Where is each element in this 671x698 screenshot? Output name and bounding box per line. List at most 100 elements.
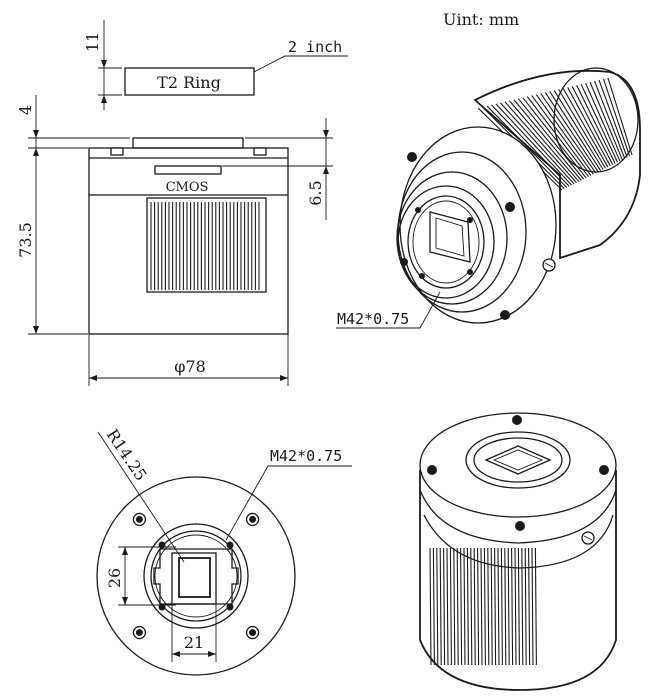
fin-line xyxy=(511,547,514,666)
top-flange xyxy=(132,137,244,149)
iso2-sensor-inner xyxy=(492,449,544,471)
isometric-top-view xyxy=(419,412,617,691)
fin-line xyxy=(453,547,456,666)
fin-line xyxy=(508,100,580,182)
iso-thread-label: M42*0.75 xyxy=(337,310,409,328)
fin-line xyxy=(571,86,614,165)
fin-line xyxy=(517,98,585,180)
dim-6-5-arrow-top xyxy=(323,130,329,138)
fin-line xyxy=(589,81,623,161)
fin-line xyxy=(439,547,442,666)
dim-4-label: 4 xyxy=(16,105,35,115)
t2-ring xyxy=(124,67,255,96)
fin-line xyxy=(553,90,604,170)
fin-line xyxy=(585,82,621,162)
dim-6-5-arrow-bottom xyxy=(323,166,329,174)
dim-78-arrow-left xyxy=(89,375,97,381)
iso-lens-mount-inner xyxy=(407,195,485,289)
fin-line xyxy=(504,101,577,184)
fin-line xyxy=(490,547,493,666)
fin-line xyxy=(446,547,449,666)
iso-screw-4 xyxy=(400,258,408,266)
fin-line xyxy=(549,91,602,171)
fin-line xyxy=(497,547,500,666)
iso-lens-mount-outer xyxy=(397,185,495,299)
dim-21-label: 21 xyxy=(184,633,204,652)
fin-line xyxy=(449,547,452,666)
iso-front-ring-outer xyxy=(399,126,557,324)
iso-front-ring-mid xyxy=(397,151,527,313)
fin-line xyxy=(477,547,480,666)
dim-21-arrow-left xyxy=(172,651,180,657)
dim-11-arrow-bottom xyxy=(101,95,107,103)
fin-line xyxy=(531,95,592,176)
iso2-fins xyxy=(429,547,537,666)
fin-line xyxy=(487,547,490,666)
iso2-shoulder xyxy=(419,489,617,544)
fin-line xyxy=(491,104,570,187)
isometric-front-view: M42*0.75 xyxy=(336,67,641,329)
heat-sink-fins xyxy=(150,202,260,290)
front-face-view: R14.25 M42*0.75 26 21 xyxy=(96,426,352,676)
iso-side-port-slot xyxy=(544,262,554,268)
fin-line xyxy=(607,77,633,156)
fin-line xyxy=(567,87,611,167)
fin-line xyxy=(594,80,626,159)
fin-line xyxy=(535,94,594,175)
iso2-mount-inner xyxy=(473,437,563,483)
iso2-side-port-slot xyxy=(583,535,593,541)
iso2-screw-4 xyxy=(515,521,525,531)
dim-11-label: 11 xyxy=(83,32,102,52)
fin-line xyxy=(531,547,534,666)
iso-screw-3 xyxy=(500,310,510,320)
fin-line xyxy=(473,547,476,666)
iso-mount-screw-4 xyxy=(419,273,425,279)
fin-line xyxy=(443,547,446,666)
dim-6-5-label: 6.5 xyxy=(306,180,325,205)
fin-line xyxy=(460,547,463,666)
fin-line xyxy=(513,99,582,181)
outer-screw-head xyxy=(249,515,257,523)
iso-sensor-inner xyxy=(435,217,465,257)
face-thread-leader xyxy=(225,465,352,541)
top-screw-right xyxy=(253,147,267,156)
unit-note: Uint: mm xyxy=(443,10,519,29)
fin-line xyxy=(528,547,531,666)
dim-73-5-arrow-top xyxy=(33,148,39,156)
face-mount-circle xyxy=(150,530,242,622)
face-sensor-window xyxy=(171,552,217,605)
fin-line xyxy=(522,97,587,179)
t2-ring-size-label: 2 inch xyxy=(288,38,342,56)
face-mount-screw-2 xyxy=(226,541,234,549)
face-thread-circle xyxy=(154,534,238,618)
sensor-slot xyxy=(154,165,222,175)
iso2-body xyxy=(419,470,617,691)
fin-line xyxy=(514,547,517,666)
fin-line xyxy=(436,547,439,666)
fin-line xyxy=(429,547,432,666)
fin-line xyxy=(517,547,520,666)
fin-line xyxy=(466,547,469,666)
fin-line xyxy=(602,78,631,157)
iso-mount-screw-3 xyxy=(467,269,473,275)
t2-ring-label: T2 Ring xyxy=(157,73,221,92)
outer-screw-head xyxy=(249,629,257,637)
fin-line xyxy=(580,83,619,163)
dim-4-arrow xyxy=(33,130,39,138)
iso-mount-screw-2 xyxy=(467,217,473,223)
fin-line xyxy=(432,547,435,666)
iso-mount-screw-1 xyxy=(415,207,421,213)
iso-front-ring-inner xyxy=(396,171,508,305)
iso2-screw-3 xyxy=(599,465,609,475)
fin-line xyxy=(500,102,575,185)
iso-fins xyxy=(477,77,633,191)
dim-26-label: 26 xyxy=(105,568,124,588)
fin-line xyxy=(524,547,527,666)
fin-line xyxy=(500,547,503,666)
fin-line xyxy=(470,547,473,666)
iso-rear-body xyxy=(473,69,641,260)
fin-line xyxy=(534,547,537,666)
heat-sink xyxy=(146,197,267,293)
iso2-screw-1 xyxy=(512,415,522,425)
